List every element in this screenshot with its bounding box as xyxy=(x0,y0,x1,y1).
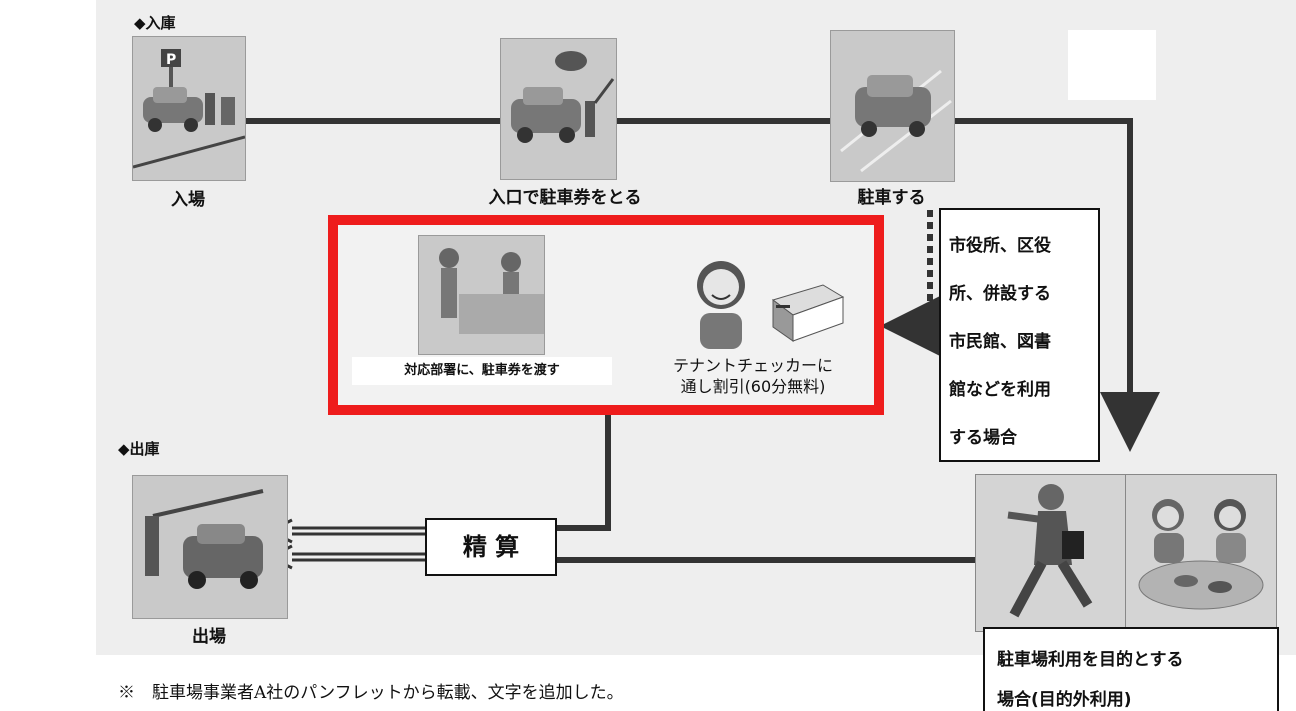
checker-line-1: テナントチェッカーに xyxy=(672,356,833,375)
purpose-use-box: 駐車場利用を目的とする 場合(目的外利用) xyxy=(983,627,1279,711)
facility-line: 市役所、区役 xyxy=(949,236,1051,256)
facility-line: 市民館、図書 xyxy=(949,332,1051,352)
section-label-exit: ◆出庫 xyxy=(118,440,160,458)
purpose-use-photos xyxy=(975,474,1277,632)
car-exiting-icon xyxy=(145,489,264,589)
source-footnote: ※ 駐車場事業者A社のパンフレットから転載、文字を追加した。 xyxy=(118,683,624,703)
flow-redbox-to-payment xyxy=(555,405,611,531)
section-label-entry: ◆入庫 xyxy=(134,14,176,32)
photo-people-dining xyxy=(1126,475,1276,631)
car-entering-icon: P xyxy=(132,49,246,169)
photo-take-ticket xyxy=(500,38,617,180)
caption-take-ticket: 入口で駐車券をとる xyxy=(488,188,642,208)
payment-box: 精 算 xyxy=(425,518,557,576)
caption-park: 駐車する xyxy=(857,188,926,208)
discount-procedure-highlight: 対応部署に、駐車券を渡す テナントチェッカーに 通し割引(60分無料) xyxy=(328,215,884,415)
caption-tenant-checker: テナントチェッカーに 通し割引(60分無料) xyxy=(638,355,868,397)
businessman-walking-icon xyxy=(1007,484,1093,618)
caption-enter: 入場 xyxy=(171,190,205,210)
facility-line: する場合 xyxy=(949,428,1017,448)
white-patch xyxy=(1068,30,1156,100)
facility-text: 市役所、区役 所、併設する 市民館、図書 館などを利用 する場合 xyxy=(949,222,1051,462)
purpose-line-2: 場合(目的外利用) xyxy=(997,690,1132,710)
photo-handover-counter xyxy=(418,235,545,355)
caption-handover: 対応部署に、駐車券を渡す xyxy=(352,357,612,385)
caption-exit: 出場 xyxy=(192,627,226,647)
purpose-line-1: 駐車場利用を目的とする xyxy=(997,650,1184,670)
tenant-checker-machine-icon xyxy=(771,284,845,342)
photo-businessman-walking xyxy=(976,475,1126,631)
ticket-gate-icon xyxy=(511,51,615,143)
parked-car-icon xyxy=(840,69,952,173)
facility-line: 館などを利用 xyxy=(949,380,1051,400)
people-dining-icon xyxy=(1138,499,1264,610)
woman-smiling-icon xyxy=(697,261,745,349)
facility-line: 所、併設する xyxy=(949,284,1051,304)
photo-parked-car xyxy=(830,30,955,182)
flow-park-to-purpose xyxy=(953,118,1160,452)
facility-use-box: 市役所、区役 所、併設する 市民館、図書 館などを利用 する場合 xyxy=(939,208,1100,462)
photo-car-exiting xyxy=(132,475,288,619)
photo-car-entering: P xyxy=(132,36,246,181)
svg-text:P: P xyxy=(166,52,176,68)
counter-people-icon xyxy=(439,248,544,334)
checker-line-2: 通し割引(60分無料) xyxy=(680,377,826,396)
